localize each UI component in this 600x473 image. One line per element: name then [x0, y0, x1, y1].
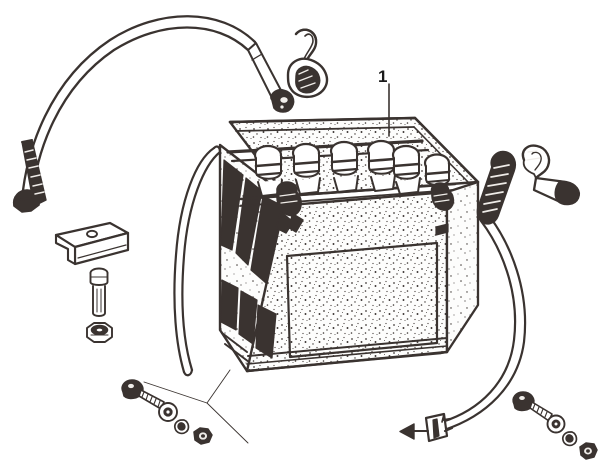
- hold-down-nut-graphic: [86, 322, 113, 343]
- upper-battery-cable-graphic: [12, 15, 295, 213]
- terminal-clamp-upper-graphic: [286, 28, 329, 99]
- hold-down-bolt-graphic: [89, 267, 109, 317]
- left-hanging-cable-graphic: [173, 145, 222, 377]
- fastener-set-left-graphic: [121, 369, 249, 445]
- battery-cell-caps: [253, 139, 451, 197]
- callout-number-1: 1: [378, 67, 388, 86]
- hold-down-bracket-graphic: [54, 221, 130, 266]
- battery-negative-terminal: [430, 182, 455, 211]
- battery-graphic: [218, 116, 480, 373]
- fastener-set-right-graphic: [512, 391, 598, 460]
- battery-positive-terminal: [275, 181, 304, 234]
- terminal-clamp-right-graphic: [521, 144, 580, 206]
- direction-arrow-graphic: [399, 423, 429, 440]
- right-battery-cable-graphic: [424, 150, 527, 443]
